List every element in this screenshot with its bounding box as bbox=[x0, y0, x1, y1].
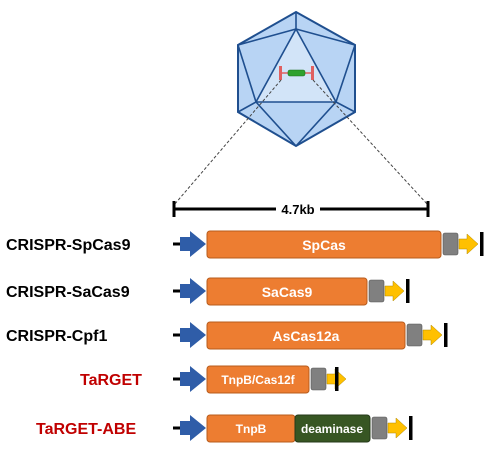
scale-label: 4.7kb bbox=[281, 202, 314, 217]
construct-rows: CRISPR-SpCas9 SpCas CRISPR-SaCas9 SaCas9… bbox=[6, 230, 484, 443]
itr-end-bar bbox=[480, 232, 484, 256]
polya-box bbox=[406, 323, 423, 347]
promoter-arrow-icon bbox=[180, 322, 206, 348]
capsid-inner-triangle bbox=[254, 27, 338, 103]
terminator-arrow-icon bbox=[387, 417, 408, 439]
cas-domain-box bbox=[206, 321, 406, 350]
cas-domain-label: TnpB/Cas12f bbox=[221, 373, 295, 387]
cas-domain-box bbox=[206, 277, 368, 306]
deaminase-domain-box bbox=[294, 414, 371, 443]
itr-left-icon bbox=[279, 66, 282, 80]
deaminase-domain-label: deaminase bbox=[301, 422, 363, 436]
projection-line-right bbox=[312, 79, 429, 206]
construct-row-sacas9: CRISPR-SaCas9 SaCas9 bbox=[6, 277, 410, 306]
construct-row-target: TaRGET TnpB/Cas12f bbox=[80, 365, 347, 394]
itr-right-icon bbox=[311, 66, 314, 80]
polya-box bbox=[442, 232, 459, 256]
construct-label: CRISPR-SpCas9 bbox=[6, 237, 131, 254]
itr-end-bar bbox=[335, 367, 339, 391]
cas-domain-label: TnpB bbox=[236, 422, 267, 436]
polya-box bbox=[310, 367, 327, 391]
itr-end-bar bbox=[444, 323, 448, 347]
terminator-arrow-icon bbox=[422, 324, 443, 346]
construct-label: TaRGET-ABE bbox=[36, 421, 136, 438]
terminator-arrow-icon bbox=[384, 280, 405, 302]
terminator-arrow-icon bbox=[458, 233, 479, 255]
itr-end-bar bbox=[406, 279, 410, 303]
construct-row-target-abe: TaRGET-ABE TnpB deaminase bbox=[36, 414, 413, 443]
construct-label: CRISPR-SaCas9 bbox=[6, 284, 130, 301]
promoter-arrow-icon bbox=[180, 231, 206, 257]
polya-box bbox=[368, 279, 385, 303]
capsid-facet-lines bbox=[237, 12, 356, 147]
cas-domain-label: AsCas12a bbox=[273, 328, 340, 344]
viral-genome-icon bbox=[279, 66, 314, 80]
cas-domain-box bbox=[206, 230, 442, 259]
scale-label-bg bbox=[276, 200, 320, 218]
itr-end-bar bbox=[409, 416, 413, 440]
cas-domain-label: SaCas9 bbox=[262, 284, 313, 300]
aav-capsid-icon bbox=[237, 10, 356, 148]
polya-box bbox=[371, 416, 388, 440]
transgene-icon bbox=[287, 69, 306, 77]
promoter-arrow-icon bbox=[180, 366, 206, 392]
scale-bar: 4.7kb bbox=[172, 200, 430, 218]
cas-domain-box bbox=[206, 365, 310, 394]
construct-row-cpf1: CRISPR-Cpf1 AsCas12a bbox=[6, 321, 448, 350]
construct-row-spcas9: CRISPR-SpCas9 SpCas bbox=[6, 230, 484, 259]
promoter-arrow-icon bbox=[180, 415, 206, 441]
construct-label: TaRGET bbox=[80, 372, 142, 389]
promoter-arrow-icon bbox=[180, 278, 206, 304]
cas-domain-label: SpCas bbox=[302, 237, 346, 253]
construct-label: CRISPR-Cpf1 bbox=[6, 328, 107, 345]
projection-line-left bbox=[173, 79, 282, 206]
